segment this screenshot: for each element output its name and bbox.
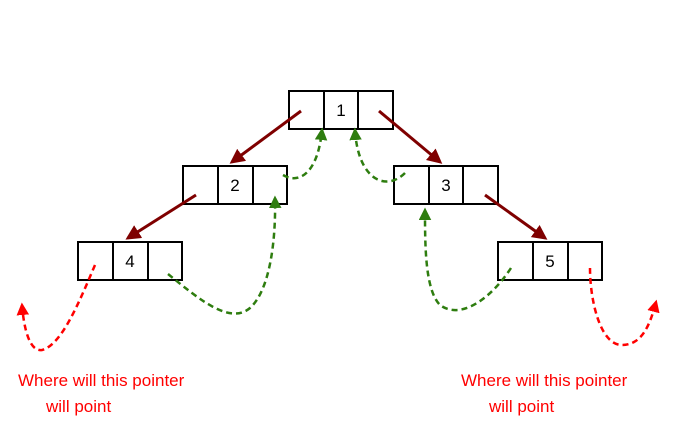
node-5: 5	[497, 241, 603, 281]
node-3-label: 3	[441, 176, 450, 195]
right-caption-line-2: will point	[488, 397, 554, 416]
thread-pointer-3-to-1	[349, 127, 406, 183]
node-2: 2	[182, 165, 288, 205]
node-5-label: 5	[545, 252, 554, 271]
child-pointer-1-to-3	[378, 109, 443, 164]
child-pointer-1-to-2	[229, 109, 302, 164]
node-2-label: 2	[230, 176, 239, 195]
null-pointer-left	[16, 264, 97, 352]
left-caption-line-1: Where will this pointer	[18, 371, 185, 390]
thread-pointer-5-to-3	[418, 207, 513, 312]
node-3: 3	[393, 165, 499, 205]
node-4-label: 4	[125, 252, 134, 271]
thread-pointer-2-to-1	[282, 127, 328, 180]
child-pointer-3-to-5	[484, 193, 548, 240]
node-4: 4	[77, 241, 183, 281]
thread-pointer-4-to-2	[167, 195, 282, 315]
node-1-label: 1	[336, 101, 345, 120]
left-caption-line-2: will point	[45, 397, 111, 416]
child-pointer-2-to-4	[125, 193, 197, 240]
right-caption-line-1: Where will this pointer	[461, 371, 628, 390]
node-1: 1	[288, 90, 394, 130]
